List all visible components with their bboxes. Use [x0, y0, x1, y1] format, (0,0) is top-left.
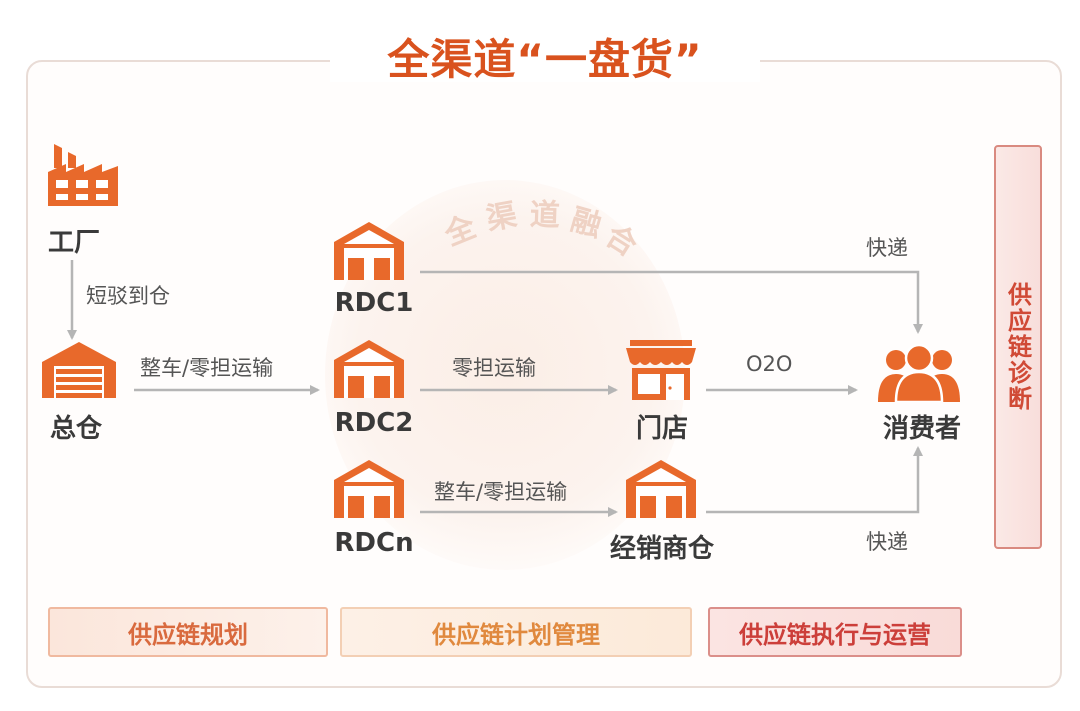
edge-rdcn-to-dealer-label: 整车/零担运输	[434, 480, 568, 504]
bottom-box-execution: 供应链执行与运营	[708, 607, 962, 657]
bottom-box-execution-label: 供应链执行与运营	[739, 620, 931, 649]
node-consumer-label: 消费者	[882, 414, 961, 444]
node-rdcn-label: RDCn	[334, 528, 414, 558]
arrow-rdc1-to-consumer	[420, 270, 923, 334]
warehouse-icon	[626, 460, 696, 518]
side-panel-label: 供应链诊断	[1003, 282, 1032, 412]
warehouse-icon	[334, 222, 404, 280]
node-store-label: 门店	[635, 414, 688, 444]
bottom-box-plan-management-label: 供应链计划管理	[432, 620, 600, 649]
warehouse-icon	[334, 340, 404, 398]
node-dealer-warehouse-label: 经销商仓	[609, 534, 714, 564]
edge-warehouse-to-rdc-label: 整车/零担运输	[140, 356, 274, 380]
node-rdc1-label: RDC1	[334, 288, 414, 318]
edge-factory-to-warehouse-label: 短驳到仓	[86, 284, 170, 308]
title-backdrop	[330, 42, 760, 82]
edge-store-to-consumer-label: O2O	[746, 352, 793, 376]
people-icon	[878, 344, 960, 402]
bottom-box-plan-management: 供应链计划管理	[340, 607, 692, 657]
side-panel-diagnosis: 供应链诊断	[994, 145, 1042, 549]
node-factory-label: 工厂	[47, 228, 100, 258]
warehouse-icon	[42, 342, 116, 398]
diagram-title: 全渠道“一盘货”	[387, 35, 703, 84]
bottom-box-planning-label: 供应链规划	[128, 620, 248, 649]
bottom-box-planning: 供应链规划	[48, 607, 328, 657]
edge-rdc1-to-consumer-label: 快递	[866, 236, 908, 260]
warehouse-icon	[334, 460, 404, 518]
node-rdc2-label: RDC2	[334, 408, 414, 438]
edge-rdc2-to-store-label: 零担运输	[452, 356, 536, 380]
arrow-dealer-to-consumer	[706, 446, 923, 514]
edge-dealer-to-consumer-label: 快递	[866, 530, 908, 554]
factory-icon	[48, 144, 118, 206]
store-icon	[626, 340, 696, 400]
node-central-warehouse-label: 总仓	[49, 414, 102, 444]
